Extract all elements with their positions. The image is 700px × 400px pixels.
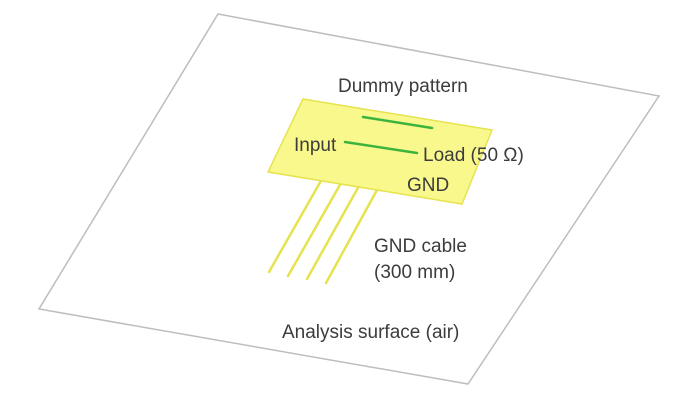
label-dummy-pattern: Dummy pattern (338, 76, 468, 97)
gnd-cable-4 (324, 188, 379, 285)
gnd-cable-2 (286, 181, 343, 278)
gnd-cable-1 (267, 177, 324, 274)
input-load-trace (343, 140, 419, 155)
label-analysis-surface: Analysis surface (air) (282, 322, 459, 343)
label-load: Load (50 Ω) (423, 145, 524, 166)
label-gnd-cable-line2: (300 mm) (374, 262, 455, 283)
label-gnd-cable-line1: GND cable (374, 236, 467, 257)
label-input: Input (294, 135, 337, 156)
label-gnd: GND (407, 175, 449, 196)
board-traces (343, 115, 434, 155)
gnd-cable-3 (305, 184, 361, 281)
dummy-pattern-trace (361, 115, 434, 130)
analysis-surface-plane (37, 13, 661, 385)
gnd-cables (267, 177, 379, 285)
dummy-pattern-board (266, 98, 494, 205)
